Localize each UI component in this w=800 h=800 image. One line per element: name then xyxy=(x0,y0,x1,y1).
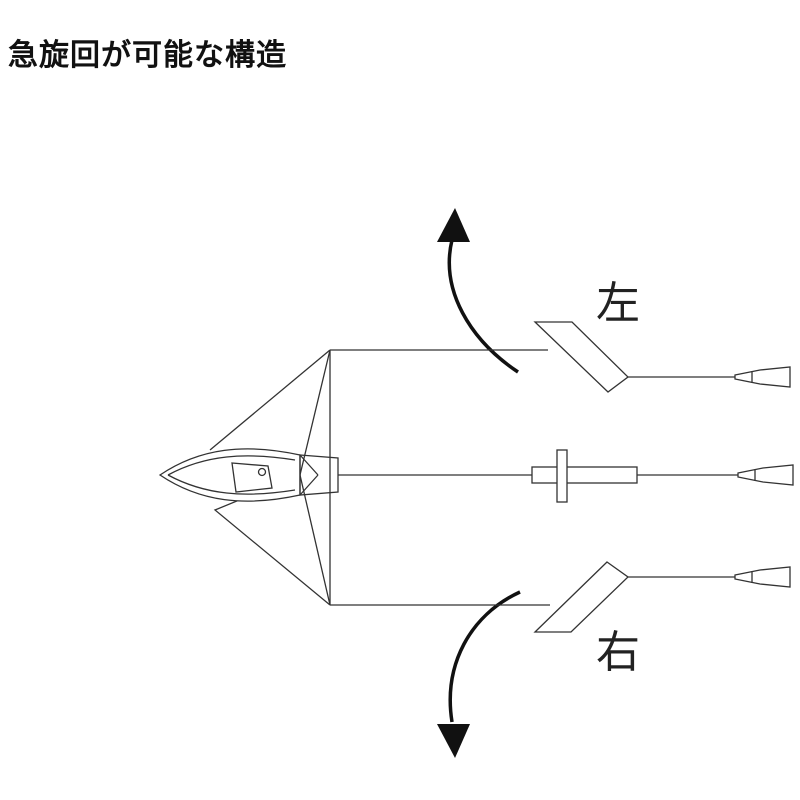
handle-left xyxy=(734,366,791,388)
handle-center xyxy=(737,464,794,486)
handle-right xyxy=(734,566,791,588)
control-line-right xyxy=(330,561,735,633)
kite-nose xyxy=(158,448,339,502)
turn-arrow-left xyxy=(437,208,519,374)
page-title: 急旋回が可能な構造 xyxy=(8,38,287,73)
turn-arrow-right xyxy=(437,590,521,758)
control-line-center xyxy=(338,449,738,503)
label-right: 右 xyxy=(596,627,640,678)
label-left: 左 xyxy=(596,278,640,329)
control-line-left xyxy=(330,321,735,393)
